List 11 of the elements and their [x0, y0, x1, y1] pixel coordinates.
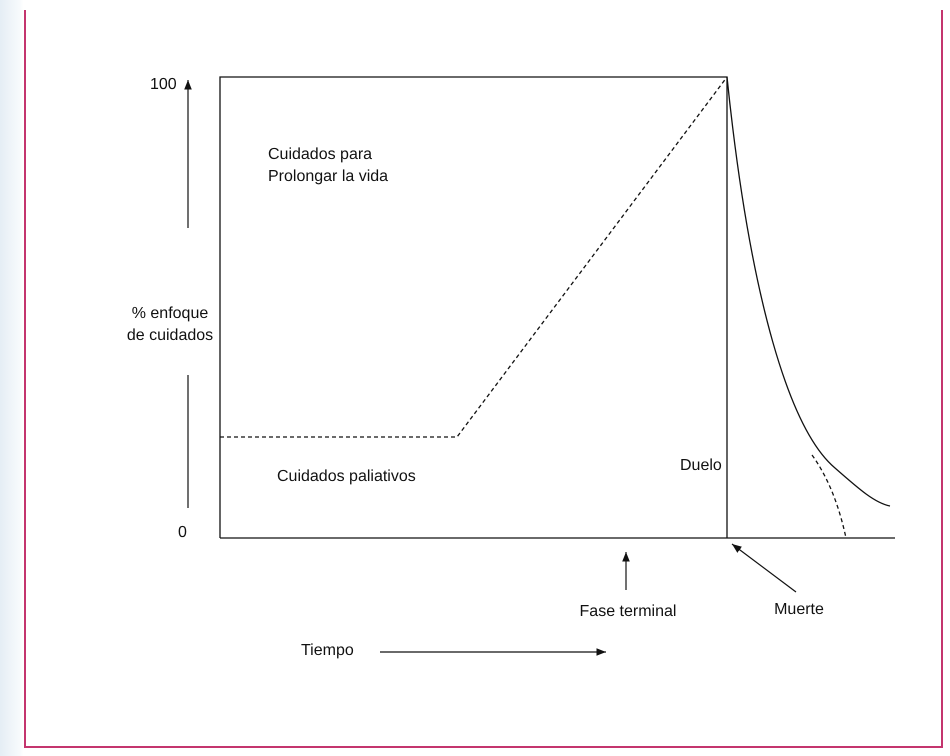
axis-title: % enfoque de cuidados [126, 304, 214, 346]
leader-line [732, 544, 796, 592]
region-label: Cuidados paliativos [277, 467, 417, 487]
region-label: Cuidados para Prolongar la vida [268, 145, 390, 187]
callout-label: Fase terminal [568, 601, 688, 623]
axis-title: Tiempo [301, 641, 355, 661]
axis-tick-label: 100 [150, 75, 178, 95]
callout-label: Muerte [766, 599, 832, 621]
region-label: Duelo [680, 456, 723, 476]
axis-tick-label: 0 [178, 523, 188, 543]
leader-line [622, 552, 630, 590]
